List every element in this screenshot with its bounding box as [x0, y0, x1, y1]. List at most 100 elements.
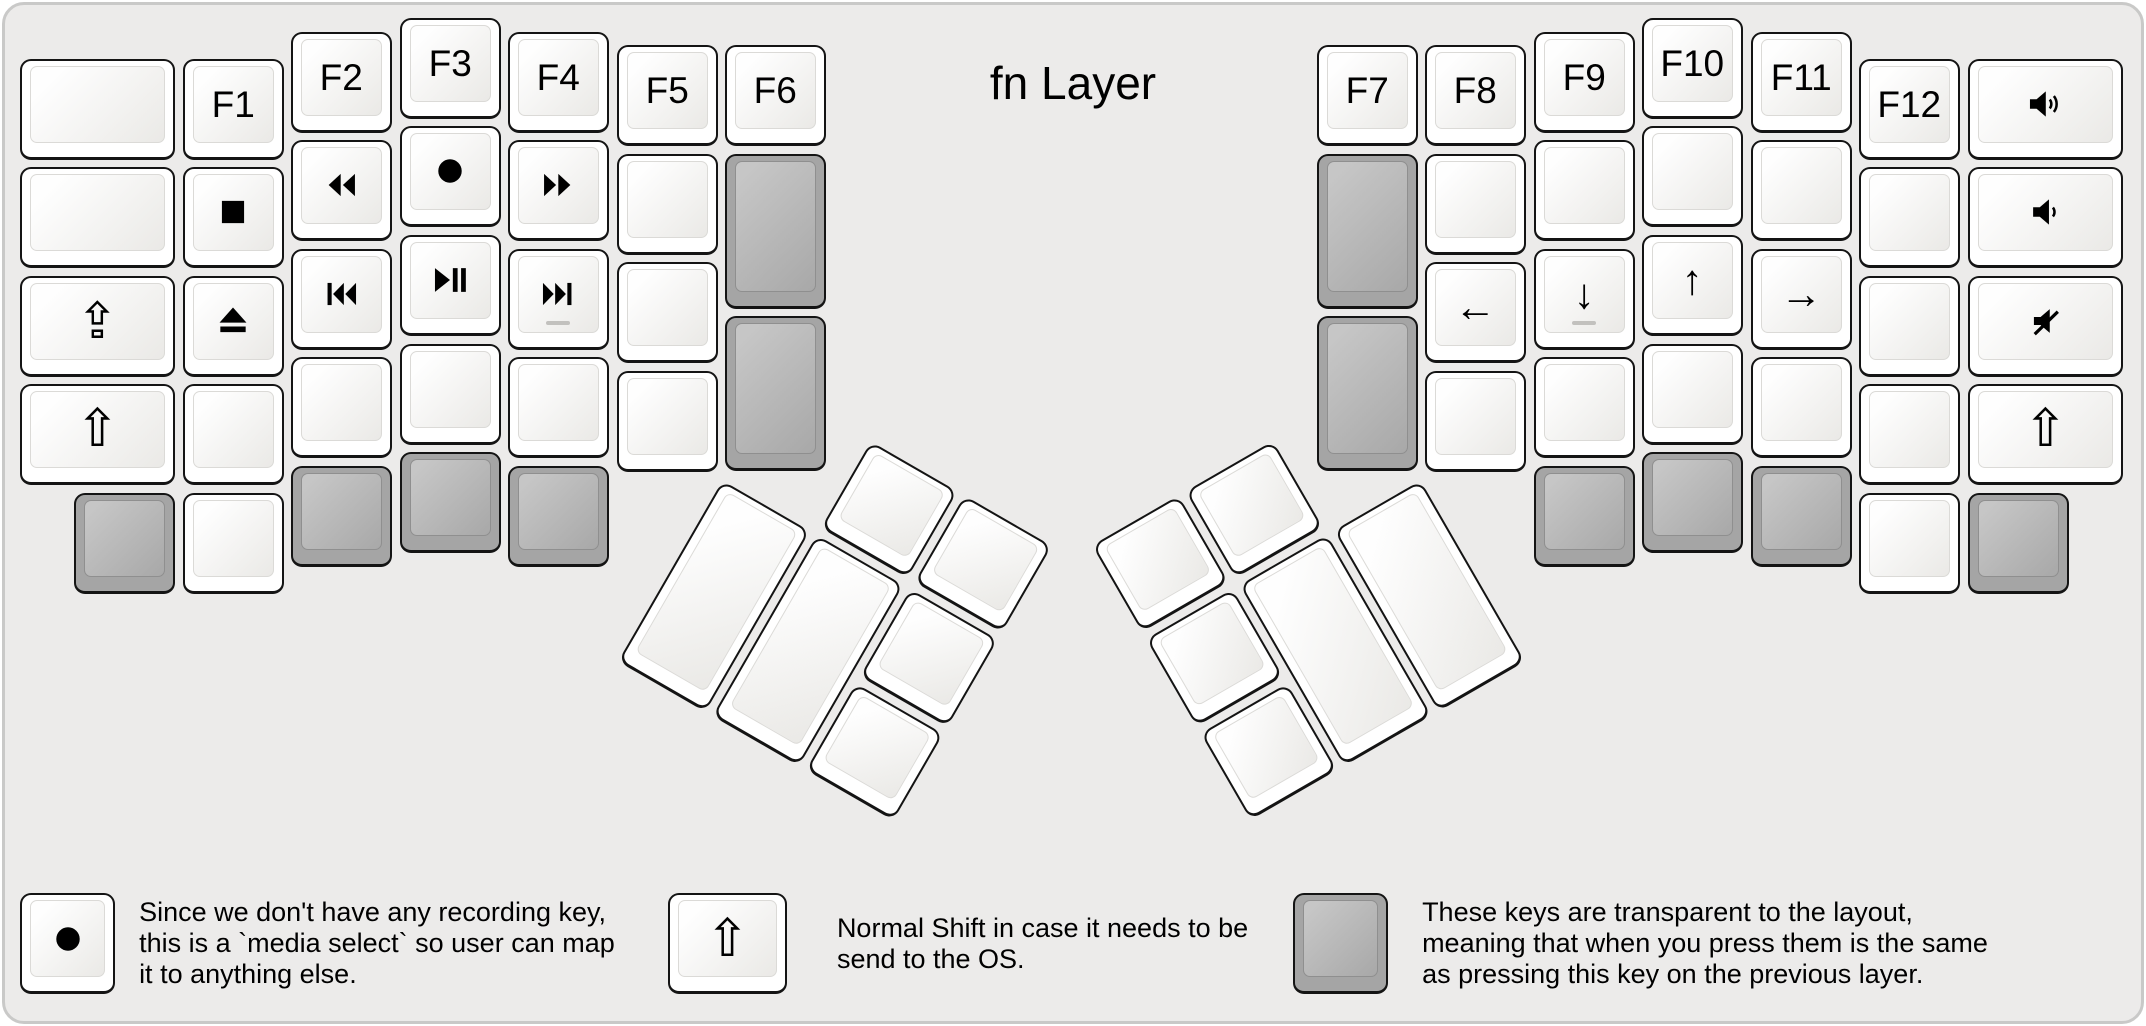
key-transparent[interactable] [1534, 466, 1635, 567]
key-f4[interactable]: F4 [508, 32, 609, 133]
key-rewind[interactable] [291, 140, 392, 241]
keycap [1761, 147, 1842, 224]
key-blank[interactable] [291, 357, 392, 458]
key-f12[interactable]: F12 [1859, 59, 1960, 160]
skip-forward-icon [543, 283, 572, 306]
key-blank[interactable] [1425, 154, 1526, 255]
key-transparent[interactable] [74, 493, 175, 594]
key-blank[interactable] [1534, 357, 1635, 458]
key-transparent[interactable] [1642, 452, 1743, 553]
key-volume-down[interactable] [1968, 167, 2123, 268]
key-blank[interactable] [183, 384, 284, 485]
key-blank[interactable] [1859, 493, 1960, 594]
keycap [30, 66, 165, 143]
key-transparent[interactable] [508, 466, 609, 567]
key-transparent[interactable] [1317, 316, 1418, 471]
key-blank[interactable] [183, 493, 284, 594]
key-blank[interactable] [617, 262, 718, 363]
key-blank[interactable] [1642, 344, 1743, 445]
key-volume-mute[interactable] [1968, 276, 2123, 377]
key-arrow-right[interactable]: → [1751, 249, 1852, 350]
key-transparent[interactable] [291, 466, 392, 567]
key-f8[interactable]: F8 [1425, 45, 1526, 146]
key-label: F9 [1562, 56, 1606, 98]
key-f3[interactable]: F3 [400, 18, 501, 119]
arrow-left-icon: ← [1454, 283, 1497, 331]
key-shift-left[interactable]: ⇧ [20, 384, 175, 485]
key-label: F2 [319, 56, 363, 98]
key-arrow-up[interactable]: ↑ [1642, 235, 1743, 336]
keycap: ↑ [1652, 242, 1733, 319]
key-record[interactable] [400, 126, 501, 227]
key-skip-back[interactable] [291, 249, 392, 350]
key-blank[interactable] [617, 154, 718, 255]
key-label: F4 [536, 56, 580, 98]
keycap [735, 161, 816, 292]
key-blank[interactable] [1425, 371, 1526, 472]
legend-item-transparent: These keys are transparent to the layout… [1293, 893, 2022, 994]
key-blank[interactable] [20, 167, 175, 268]
keycap: ⇪ [30, 283, 165, 360]
keycap [1196, 451, 1305, 559]
key-f7[interactable]: F7 [1317, 45, 1418, 146]
key-f11[interactable]: F11 [1751, 32, 1852, 133]
key-arrow-left[interactable]: ← [1425, 262, 1526, 363]
key-blank[interactable] [617, 371, 718, 472]
key-blank[interactable] [20, 59, 175, 160]
keycap [1544, 364, 1625, 441]
key-eject[interactable] [183, 276, 284, 377]
key-f6[interactable]: F6 [725, 45, 826, 146]
key-transparent[interactable] [725, 316, 826, 471]
keycap [1652, 459, 1733, 536]
key-transparent[interactable] [1317, 154, 1418, 309]
key-play-pause[interactable] [400, 235, 501, 336]
key-f10[interactable]: F10 [1642, 18, 1743, 119]
key-arrow-down[interactable]: ↓ [1534, 249, 1635, 350]
keycap [1869, 391, 1950, 468]
key-f2[interactable]: F2 [291, 32, 392, 133]
legend-record-text: Since we don't have any recording key, t… [139, 897, 615, 989]
key-transparent[interactable] [400, 452, 501, 553]
key-f9[interactable]: F9 [1534, 32, 1635, 133]
key-blank[interactable] [1859, 167, 1960, 268]
keycap: F8 [1435, 52, 1516, 129]
key-blank[interactable] [1859, 384, 1960, 485]
key-blank[interactable] [1534, 140, 1635, 241]
key-f1[interactable]: F1 [183, 59, 284, 160]
legend-item-record: Since we don't have any recording key, t… [20, 893, 619, 994]
legend-transparent-keybox [1293, 893, 1389, 994]
keycap [518, 364, 599, 441]
key-volume-up[interactable] [1968, 59, 2123, 160]
key-transparent[interactable] [1751, 466, 1852, 567]
key-f5[interactable]: F5 [617, 45, 718, 146]
keycap [301, 147, 382, 224]
keycap [301, 256, 382, 333]
key-blank[interactable] [1642, 126, 1743, 227]
key-blank[interactable] [1751, 357, 1852, 458]
key-blank[interactable] [400, 344, 501, 445]
key-stop[interactable] [183, 167, 284, 268]
keycap [1652, 133, 1733, 210]
key-transparent[interactable] [1968, 493, 2069, 594]
key-blank[interactable] [1751, 140, 1852, 241]
key-shift-right[interactable]: ⇧ [1968, 384, 2123, 485]
key-caps-lock[interactable]: ⇪ [20, 276, 175, 377]
skip-back-icon [327, 283, 357, 306]
keycap [837, 451, 946, 559]
key-skip-forward[interactable] [508, 249, 609, 350]
key-blank[interactable] [508, 357, 609, 458]
key-blank[interactable] [1859, 276, 1960, 377]
keycap: ⇧ [1978, 391, 2113, 468]
record-icon [55, 926, 80, 951]
homing-bar [546, 320, 571, 325]
keycap: F9 [1544, 39, 1625, 116]
keycap [1435, 378, 1516, 455]
legend-shift-keybox: ⇧ [668, 893, 787, 994]
key-fast-forward[interactable] [508, 140, 609, 241]
keycap: F4 [518, 39, 599, 116]
keycap: F2 [301, 39, 382, 116]
key-transparent[interactable] [725, 154, 826, 309]
keycap [84, 500, 165, 577]
caps-lock-icon: ⇪ [76, 293, 119, 350]
keycap [1761, 364, 1842, 441]
